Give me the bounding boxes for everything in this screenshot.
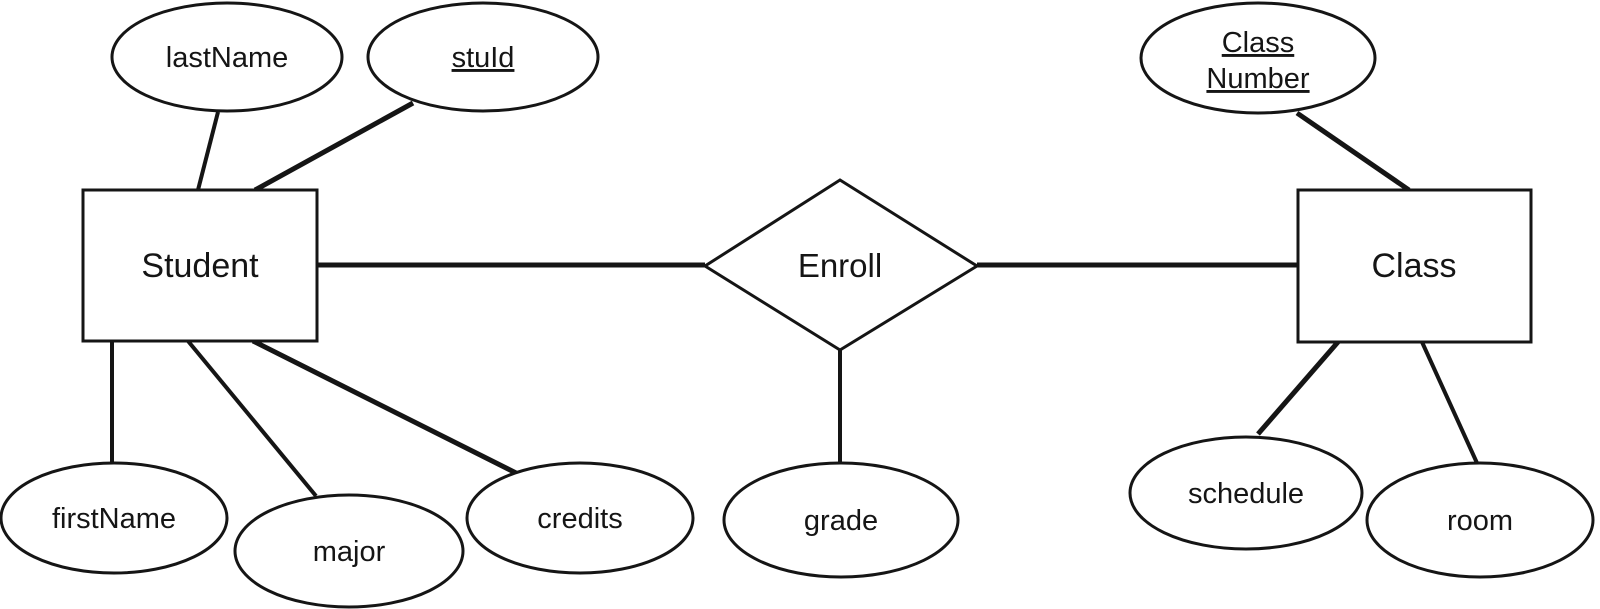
attribute-classnumber: Class Number <box>1139 1 1377 115</box>
connector-stuid-student <box>253 100 415 193</box>
firstname-attribute-ellipse <box>0 461 229 575</box>
credits-attribute-ellipse <box>465 461 695 575</box>
connector-class-room <box>1420 341 1479 464</box>
classnumber-attribute-label-line1: Class <box>1222 27 1295 59</box>
attribute-schedule: schedule <box>1128 435 1364 551</box>
major-attribute-ellipse <box>233 493 465 609</box>
stuid-attribute-label: stuId <box>452 42 515 74</box>
attribute-grade: grade <box>722 461 960 579</box>
room-attribute-ellipse <box>1365 461 1595 579</box>
room-attribute-label: room <box>1447 505 1513 537</box>
schedule-attribute-label: schedule <box>1188 478 1304 510</box>
attribute-major: major <box>233 493 465 609</box>
grade-attribute-label: grade <box>804 505 878 537</box>
connector-student-major <box>186 339 318 498</box>
attribute-credits: credits <box>465 461 695 575</box>
connector-lastname-student <box>196 111 220 191</box>
classnumber-attribute-ellipse <box>1139 1 1377 115</box>
class-entity-label: Class <box>1371 247 1456 285</box>
student-entity-box <box>81 188 319 343</box>
connector-class-schedule <box>1256 340 1340 436</box>
connector-classnumber-class <box>1295 110 1411 193</box>
grade-attribute-ellipse <box>722 461 960 579</box>
relationship-enroll: Enroll <box>702 178 980 352</box>
student-entity-label: Student <box>141 247 259 285</box>
attribute-room: room <box>1365 461 1595 579</box>
enroll-relationship-diamond <box>702 178 980 352</box>
lastname-attribute-ellipse <box>110 1 344 113</box>
connector-student-credits <box>251 338 522 478</box>
credits-attribute-label: credits <box>537 503 622 535</box>
enroll-relationship-label: Enroll <box>798 247 882 284</box>
classnumber-attribute-label-line2: Number <box>1206 63 1309 95</box>
attribute-firstname: firstName <box>0 461 229 575</box>
connector-lines <box>110 100 1479 498</box>
attribute-stuid: stuId <box>366 1 600 113</box>
stuid-attribute-ellipse <box>366 1 600 113</box>
firstname-attribute-label: firstName <box>52 503 176 535</box>
major-attribute-label: major <box>313 536 386 568</box>
entity-class: Class <box>1296 188 1533 344</box>
class-entity-box <box>1296 188 1533 344</box>
schedule-attribute-ellipse <box>1128 435 1364 551</box>
lastname-attribute-label: lastName <box>166 42 289 74</box>
attribute-lastname: lastName <box>110 1 344 113</box>
entity-student: Student <box>81 188 319 343</box>
